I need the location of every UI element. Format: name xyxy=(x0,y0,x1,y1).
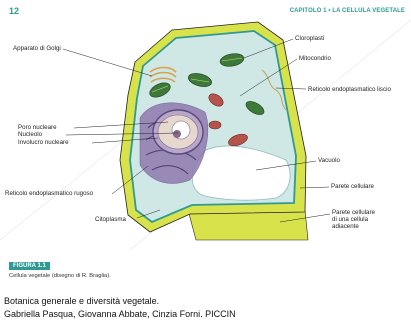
label-mitocondrio: Mitocondrio xyxy=(299,55,331,62)
label-parete-cellulare: Parete cellulare xyxy=(331,183,374,190)
label-reticolo-rugoso: Reticolo endoplasmatico rugoso xyxy=(5,190,93,197)
source-line-1: Botanica generale e diversità vegetale. xyxy=(4,296,159,306)
adjacent-cell-wall xyxy=(188,210,308,240)
label-reticolo-liscio: Reticolo endoplasmatico liscio xyxy=(308,86,391,93)
label-citoplasma: Citoplasma xyxy=(95,216,126,223)
label-golgi: Apparato di Golgi xyxy=(13,45,61,52)
label-nucleolo: Nucleolo xyxy=(18,131,42,138)
figure-badge: FIGURA 1.1 xyxy=(9,262,50,270)
label-cloroplasti: Cloroplasti xyxy=(295,35,324,42)
label-parete-adiacente: Parete cellulare di una cellula adiacent… xyxy=(332,209,380,230)
label-vacuolo: Vacuolo xyxy=(318,157,340,164)
label-involucro-nucleare: Involucro nucleare xyxy=(18,139,69,146)
nucleus xyxy=(153,110,203,154)
figure-caption: Cellula vegetale (disegno di R. Braglia)… xyxy=(9,273,111,279)
label-poro-nucleare: Poro nucleare xyxy=(18,124,57,131)
source-line-2: Gabriella Pasqua, Giovanna Abbate, Cinzi… xyxy=(4,309,236,319)
